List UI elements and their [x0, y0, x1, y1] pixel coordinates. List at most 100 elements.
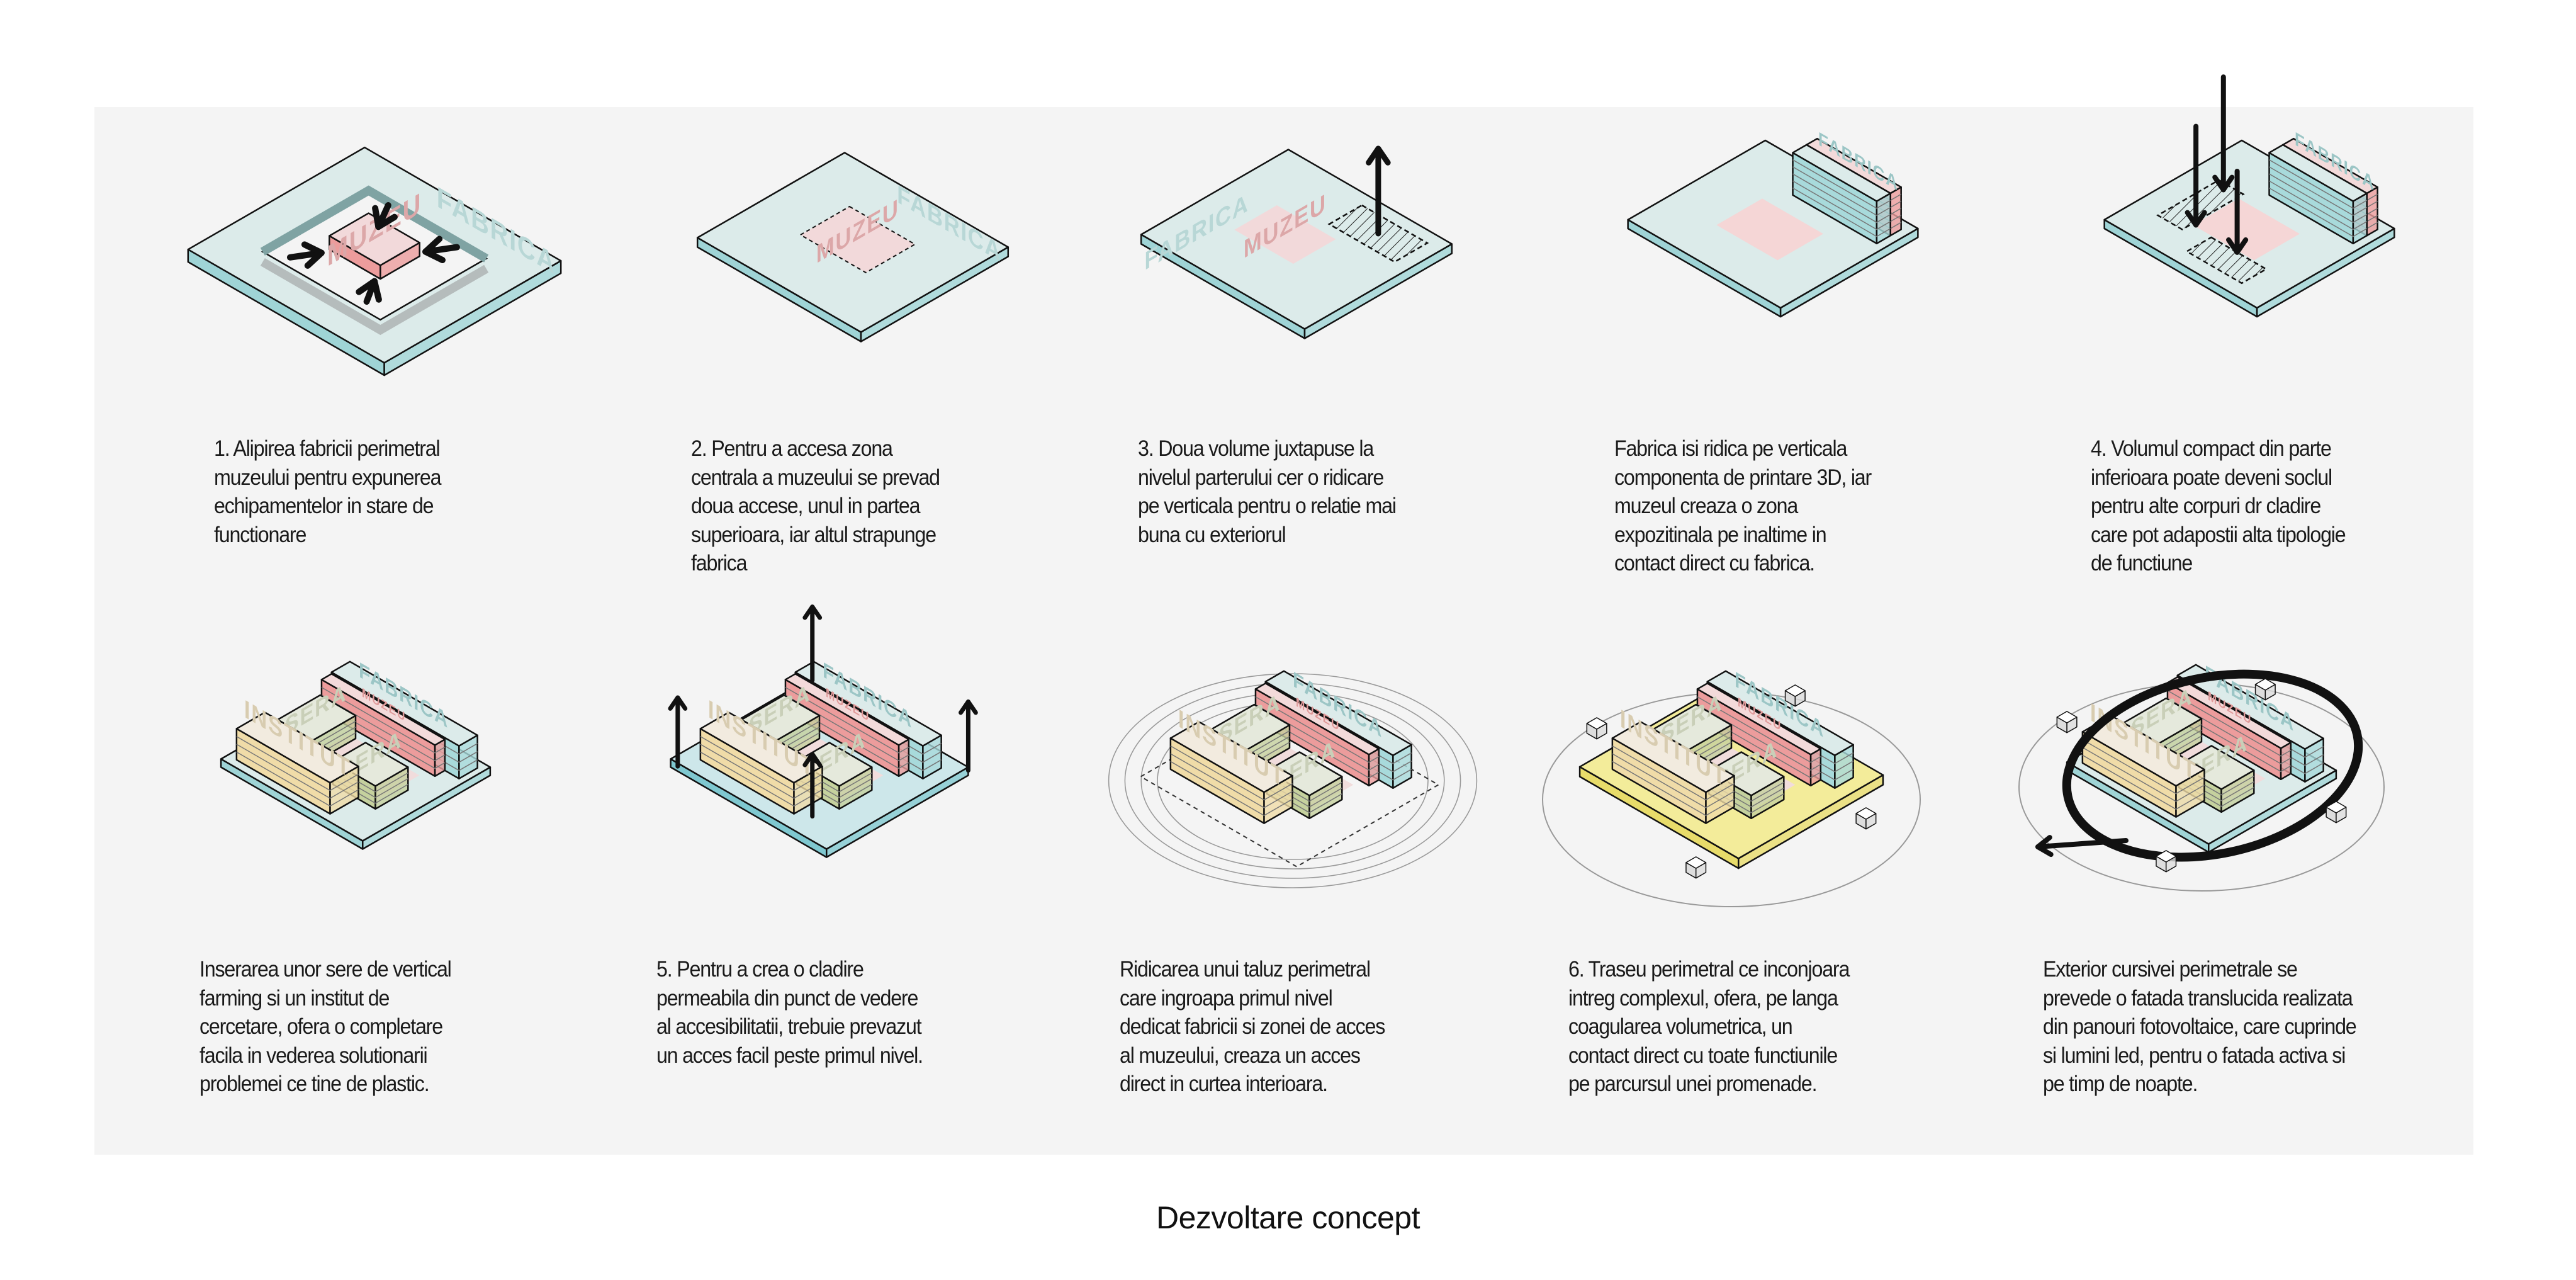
arrow-head [1366, 145, 1391, 166]
floor-line [236, 744, 359, 799]
down-arrow-icon [2226, 169, 2249, 255]
floor-line [321, 694, 446, 761]
museum-footprint [1716, 198, 1824, 261]
viewpoint-marker [2254, 678, 2276, 701]
caption-line: functionare [214, 522, 307, 547]
sera-block-2-top-face [332, 742, 409, 787]
caption-line: pentru alte corpuri dr cladire [2091, 494, 2321, 518]
viewpoint-marker-top-face [1685, 856, 1707, 869]
viewpoint-marker [1784, 684, 1806, 707]
arrow-head [802, 752, 823, 767]
sera-block-2-top-face [796, 742, 873, 787]
floor-line [2269, 166, 2368, 216]
museum-block-top-face [320, 673, 446, 746]
floor-line [1170, 745, 1293, 801]
institut-block [1611, 721, 1735, 824]
floor-line [1255, 696, 1380, 763]
caption-line: muzeul creaza o zona [1614, 494, 1798, 518]
caption-line: intreg complexul, ofera, pe langa [1568, 985, 1838, 1011]
viewpoint-marker-top-face [1855, 807, 1877, 820]
up-arrow-icon [959, 699, 978, 773]
viewpoint-marker [2156, 850, 2177, 873]
floor-line [2269, 159, 2368, 209]
floor-line [1697, 704, 1821, 771]
caption-line: care pot adapostii alta tipologie [2091, 522, 2346, 547]
hatched-zone [2185, 236, 2268, 285]
down-arrow-icon [2185, 123, 2207, 228]
floor-line [1612, 745, 1735, 801]
institut-block [235, 711, 359, 815]
caption-line: din panouri fotovoltaice, care cuprinde [2043, 1014, 2357, 1039]
viewpoint-marker [2326, 801, 2347, 824]
caption-line: pe parcursul unei promenade. [1568, 1072, 1818, 1096]
facade-band [2062, 669, 2363, 862]
floor-line [785, 694, 909, 761]
arrow-head [2185, 210, 2207, 228]
sera-block-2-top-face [2178, 745, 2255, 790]
arrow-head [372, 205, 398, 230]
floor-line [236, 751, 359, 807]
caption-line: cercetare, ofera o completare [200, 1014, 443, 1039]
arrow-icon [286, 241, 325, 269]
arrow-head [301, 241, 325, 269]
up-arrow-icon [802, 752, 823, 818]
caption-line: un acces facil peste primul nivel. [656, 1043, 923, 1068]
caption-line: 5. Pentru a crea o cladire [656, 957, 864, 982]
arrow-head [668, 695, 688, 711]
museum-block-top-face [1696, 682, 1822, 756]
museum-block [1254, 682, 1380, 787]
museum-block [1696, 682, 1822, 787]
floor-line [2167, 690, 2292, 757]
floor-line [321, 687, 446, 754]
museum-box [329, 212, 420, 280]
viewpoint-marker-top-face [2056, 711, 2078, 723]
floor-line [2269, 173, 2368, 224]
caption-line: farming si un institut de [200, 985, 390, 1011]
factory-inner-wall [260, 185, 489, 263]
institut-block-top-face [1611, 721, 1735, 793]
museum-footprint [799, 205, 916, 274]
museum-block [784, 673, 910, 778]
fabrica-block-top-face [330, 660, 478, 747]
floor-line [1792, 166, 1891, 216]
floor-line [2082, 739, 2205, 795]
up-arrow-icon [802, 604, 823, 683]
down-arrow-icon [2212, 74, 2235, 193]
institut-block [1169, 721, 1293, 824]
caption-line: doua accese, unul in partea [691, 494, 921, 518]
floor-line [1170, 753, 1293, 808]
floor-line [236, 736, 359, 791]
viewpoint-marker-top-face [1586, 717, 1607, 730]
museum-block [2166, 676, 2292, 781]
viewpoint-marker [2056, 711, 2078, 733]
facade-arrow-icon [2035, 835, 2129, 858]
museum-block-top-face [784, 673, 910, 746]
caption-line: echipamentelor in stare de [214, 494, 434, 518]
arrow-icon [356, 278, 382, 305]
caption-line: Fabrica isi ridica pe verticala [1614, 436, 1847, 461]
arrow-icon [422, 235, 460, 264]
caption-line: al muzeului, creaza un acces [1120, 1043, 1361, 1068]
up-arrow-icon [668, 695, 688, 769]
floor-line [1612, 761, 1735, 817]
arrow-head [2226, 237, 2249, 255]
caption-line: 2. Pentru a accesa zona [691, 436, 893, 461]
floor-line [1612, 753, 1735, 808]
arrow-head [2035, 835, 2054, 858]
floor-line [1697, 696, 1821, 763]
caption-line: fabrica [691, 551, 747, 575]
caption-line: superioara, iar altul strapunge [691, 522, 936, 547]
caption-line: muzeului pentru expunerea [214, 465, 442, 490]
